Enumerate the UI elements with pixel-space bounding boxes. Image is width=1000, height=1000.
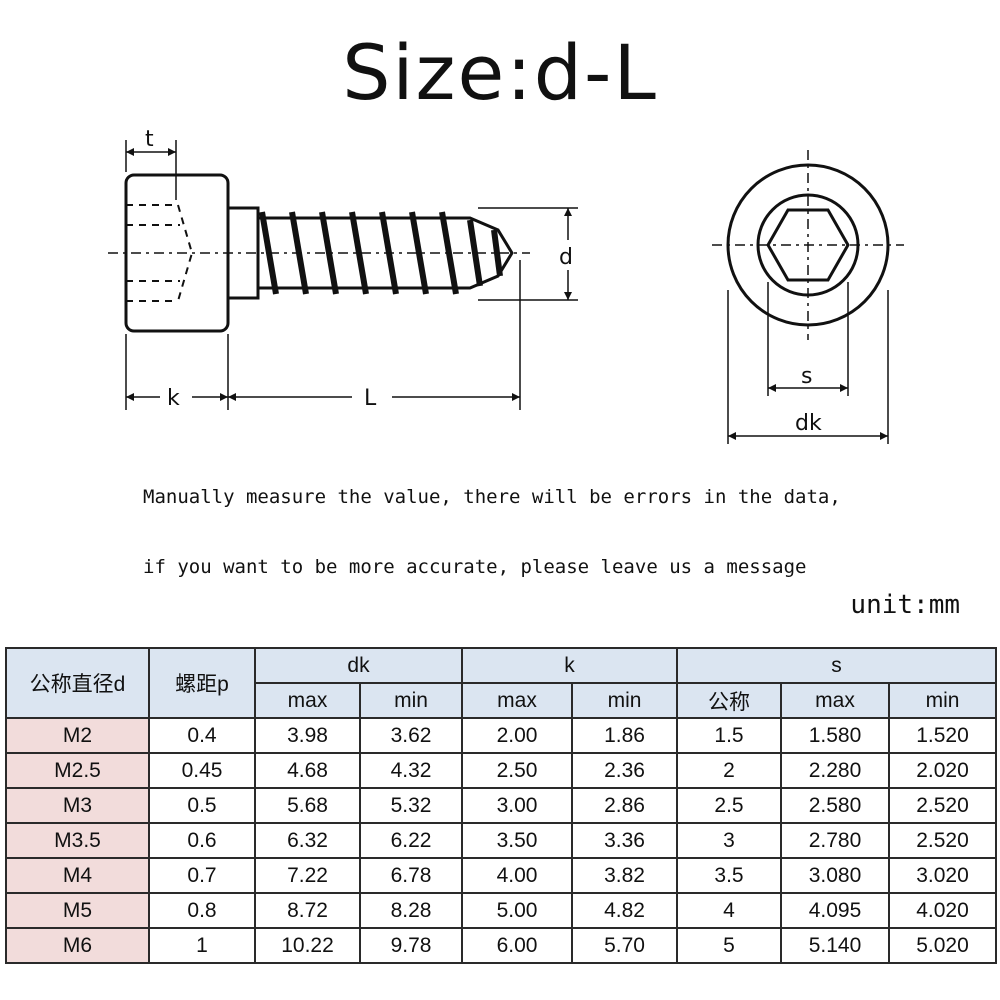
cell-s-nominal: 3 [676,822,782,859]
cell-s-min: 1.520 [887,717,998,754]
table-row: M2 0.4 3.98 3.62 2.00 1.86 1.5 1.580 1.5… [5,717,998,754]
cell-s-min: 2.020 [887,752,998,789]
cell-k-min: 2.86 [571,787,678,824]
page-title: Size:d-L [342,28,658,117]
header-s: s [675,647,998,684]
cell-k-max: 4.00 [461,857,573,894]
table-row: M5 0.8 8.72 8.28 5.00 4.82 4 4.095 4.020 [5,892,998,929]
cell-s-max: 3.080 [780,857,890,894]
header-nominal-d: 公称直径d [5,647,150,719]
cell-size: M3.5 [5,822,150,859]
cell-pitch: 0.5 [148,787,256,824]
cell-s-max: 5.140 [780,927,890,964]
header-s-min: min [887,682,998,719]
cell-s-nominal: 4 [676,892,782,929]
cell-k-max: 2.00 [461,717,573,754]
header-s-nominal: 公称 [676,682,782,719]
cell-dk-max: 5.68 [254,787,361,824]
label-d: d [559,245,573,270]
cell-s-min: 3.020 [887,857,998,894]
cell-k-max: 2.50 [461,752,573,789]
cell-s-max: 1.580 [780,717,890,754]
cell-s-min: 4.020 [887,892,998,929]
cell-dk-min: 3.62 [359,717,463,754]
cell-dk-min: 4.32 [359,752,463,789]
header-dk-min: min [359,682,463,719]
table-row: M3.5 0.6 6.32 6.22 3.50 3.36 3 2.780 2.5… [5,822,998,859]
cell-pitch: 0.45 [148,752,256,789]
cell-dk-max: 6.32 [254,822,361,859]
cell-k-min: 3.36 [571,822,678,859]
cell-pitch: 0.4 [148,717,256,754]
screw-technical-drawing: t k L d s dk [108,127,904,444]
cell-s-nominal: 1.5 [676,717,782,754]
cell-s-max: 4.095 [780,892,890,929]
cell-pitch: 1 [148,927,256,964]
cell-s-nominal: 3.5 [676,857,782,894]
table-row: M4 0.7 7.22 6.78 4.00 3.82 3.5 3.080 3.0… [5,857,998,894]
cell-s-min: 2.520 [887,822,998,859]
cell-k-max: 6.00 [461,927,573,964]
cell-dk-min: 9.78 [359,927,463,964]
cell-dk-min: 6.22 [359,822,463,859]
thread-crests [259,211,503,295]
cell-dk-max: 4.68 [254,752,361,789]
label-t: t [145,127,154,152]
spec-table: 公称直径d 螺距p dk k s max min max min 公称 max … [5,647,998,964]
cell-pitch: 0.6 [148,822,256,859]
cell-dk-max: 3.98 [254,717,361,754]
cell-k-max: 3.50 [461,822,573,859]
header-pitch: 螺距p [148,647,256,719]
table-row: M6 1 10.22 9.78 6.00 5.70 5 5.140 5.020 [5,927,998,964]
header-k: k [461,647,678,684]
table-row: M3 0.5 5.68 5.32 3.00 2.86 2.5 2.580 2.5… [5,787,998,824]
cell-dk-min: 8.28 [359,892,463,929]
cell-s-max: 2.780 [780,822,890,859]
table-row: M2.5 0.45 4.68 4.32 2.50 2.36 2 2.280 2.… [5,752,998,789]
cell-s-min: 5.020 [887,927,998,964]
cell-k-min: 1.86 [571,717,678,754]
screw-threads [258,216,514,290]
label-s: s [801,364,812,389]
cell-size: M2 [5,717,150,754]
cell-dk-min: 5.32 [359,787,463,824]
cell-s-min: 2.520 [887,787,998,824]
cell-s-nominal: 2.5 [676,787,782,824]
cell-size: M5 [5,892,150,929]
note-line-1: Manually measure the value, there will b… [143,486,841,508]
cell-k-max: 5.00 [461,892,573,929]
note-line-2: if you want to be more accurate, please … [143,556,807,578]
cell-size: M2.5 [5,752,150,789]
cell-pitch: 0.7 [148,857,256,894]
cell-s-max: 2.280 [780,752,890,789]
label-L: L [364,386,377,411]
header-s-max: max [780,682,890,719]
cell-k-min: 2.36 [571,752,678,789]
cell-s-nominal: 2 [676,752,782,789]
label-k: k [167,386,180,411]
unit-label: unit:mm [850,590,960,620]
header-dk: dk [254,647,463,684]
header-dk-max: max [254,682,361,719]
cell-size: M6 [5,927,150,964]
cell-pitch: 0.8 [148,892,256,929]
cell-k-min: 5.70 [571,927,678,964]
header-k-min: min [571,682,678,719]
screw-shank [228,206,260,300]
header-k-max: max [461,682,573,719]
cell-k-max: 3.00 [461,787,573,824]
cell-size: M4 [5,857,150,894]
cell-dk-max: 8.72 [254,892,361,929]
cell-dk-max: 7.22 [254,857,361,894]
cell-s-max: 2.580 [780,787,890,824]
cell-k-min: 4.82 [571,892,678,929]
cell-k-min: 3.82 [571,857,678,894]
cell-s-nominal: 5 [676,927,782,964]
cell-dk-min: 6.78 [359,857,463,894]
label-dk: dk [795,411,822,436]
cell-size: M3 [5,787,150,824]
cell-dk-max: 10.22 [254,927,361,964]
